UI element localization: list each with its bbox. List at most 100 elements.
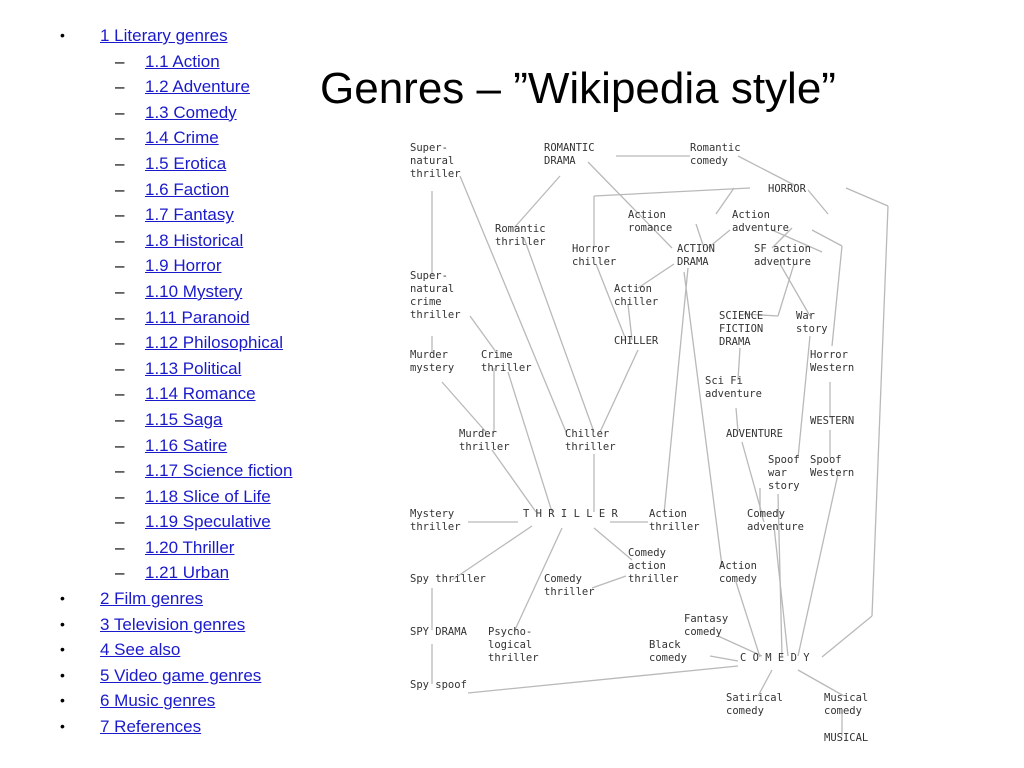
diagram-edge [821,615,873,658]
slide-title: Genres – ”Wikipedia style” [320,64,836,113]
toc-link[interactable]: 1.21 Urban [145,563,230,583]
toc-link[interactable]: 1.1 Action [145,51,220,71]
genre-node: WESTERN [810,415,854,427]
toc-link[interactable]: 3 Television genres [100,614,246,634]
genre-node: Spy thriller [410,573,486,585]
dash-icon: – [115,256,125,276]
diagram-edge [771,227,793,249]
diagram-edge [709,655,739,662]
toc-link[interactable]: 1 Literary genres [100,26,228,45]
toc-link[interactable]: 1.16 Satire [145,435,228,455]
toc-link[interactable]: 1.6 Faction [145,179,230,199]
genre-node-line: natural [410,155,454,167]
toc-link[interactable]: 1.15 Saga [145,409,223,429]
genre-node-line: Comedy [628,547,666,559]
toc-link[interactable]: 1.17 Science fiction [145,461,293,481]
genre-node-line: Horror [572,243,610,255]
toc-link[interactable]: 1.12 Philosophical [145,333,283,353]
toc-link[interactable]: 1.2 Adventure [145,77,250,97]
toc-link[interactable]: 1.10 Mystery [145,281,243,301]
genre-node-line: mystery [410,362,454,374]
dash-icon: – [115,77,125,97]
toc-link[interactable]: 1.3 Comedy [145,102,237,122]
genre-node-line: adventure [754,256,811,268]
diagram-edge [459,175,567,433]
toc-link[interactable]: 6 Music genres [100,691,216,711]
genre-node-line: thriller [544,586,595,598]
genre-node-line: ACTION [677,243,715,255]
genre-node-line: FICTION [719,323,763,335]
genre-node-line: thriller [495,236,546,248]
toc-link[interactable]: 1.14 Romance [145,384,256,404]
diagram-edge [743,313,779,317]
toc-link[interactable]: 5 Video game genres [100,665,262,685]
genre-node-line: thriller [410,521,461,533]
genre-node-line: Mystery [410,508,454,520]
toc-link[interactable]: 1.18 Slice of Life [145,486,271,506]
genre-node: C O M E D Y [740,652,810,664]
genre-node-line: story [768,480,800,492]
toc-link[interactable]: 1.7 Fantasy [145,205,234,225]
toc-link[interactable]: 1.20 Thriller [145,537,235,557]
genre-node-line: Psycho- [488,626,532,638]
genre-node-line: Super- [410,142,448,154]
genre-node-line: thriller [410,168,461,180]
genre-node-line: Black [649,639,681,651]
diagram-edge [771,229,823,253]
genre-node-line: chiller [572,256,616,268]
genre-node: HORROR [768,183,807,195]
diagram-edge [695,223,705,249]
diagram-edge [513,527,563,633]
diagram-edge [779,263,811,317]
toc-link[interactable]: 1.4 Crime [145,128,219,148]
toc-link[interactable]: 1.11 Paranoid [145,307,250,327]
dash-icon: – [115,358,125,378]
diagram-edge [717,635,763,657]
diagram-edge [777,493,783,657]
diagram-edge [663,267,689,515]
genre-node-line: Comedy [747,508,785,520]
dash-icon: – [115,384,125,404]
toc-link[interactable]: 1.19 Speculative [145,512,271,532]
genre-node-line: comedy [719,573,757,585]
diagram-edge [441,381,487,433]
toc-link[interactable]: 1.5 Erotica [145,153,227,173]
genre-node-line: adventure [747,521,804,533]
genre-node: MUSICAL [824,732,868,744]
dash-icon: – [115,230,125,250]
genre-node-line: Horror [810,349,848,361]
genre-node-line: chiller [614,296,658,308]
genre-node-line: thriller [649,521,700,533]
genre-node-line: Sci Fi [705,375,743,387]
bullet-icon: • [60,692,65,709]
toc-link[interactable]: 7 References [100,717,202,737]
toc-link[interactable]: 4 See also [100,640,181,660]
toc-link[interactable]: 2 Film genres [100,589,203,609]
genre-node-line: natural [410,283,454,295]
genre-node-line: Chiller [565,428,609,440]
diagram-edge [627,303,633,341]
dash-icon: – [115,537,125,557]
toc-link[interactable]: 1.13 Political [145,358,242,378]
genre-node-line: adventure [732,222,789,234]
dash-icon: – [115,512,125,532]
diagram-edge [507,371,553,513]
genre-node-line: Action [614,283,652,295]
toc-link[interactable]: 1.9 Horror [145,256,222,276]
genre-node-line: Murder [410,349,448,361]
genre-node-line: Comedy [544,573,582,585]
diagram-edge [757,669,773,697]
genre-node-line: comedy [649,652,687,664]
toc-link[interactable]: 1.8 Historical [145,230,244,250]
dash-icon: – [115,409,125,429]
